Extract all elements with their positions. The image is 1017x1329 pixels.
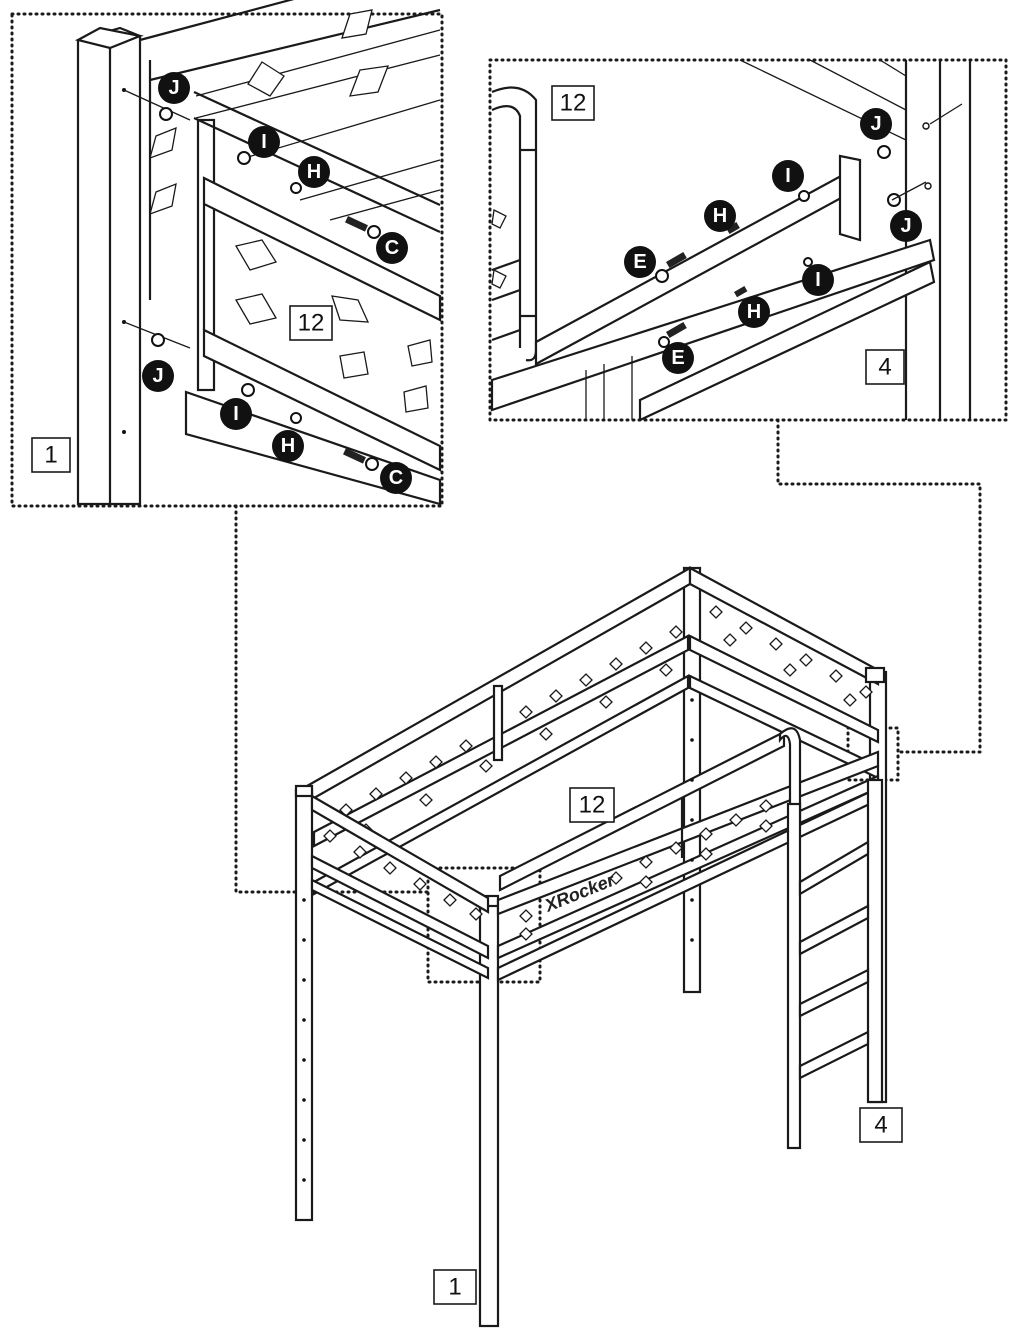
svg-text:E: E: [633, 251, 646, 273]
svg-text:H: H: [307, 161, 321, 183]
right-detail-border: [488, 58, 1008, 422]
label-part-12-right-detail: 12: [551, 85, 595, 121]
svg-text:I: I: [785, 165, 791, 187]
left-detail-post: [74, 26, 144, 506]
callout-c-1: C: [376, 232, 408, 264]
left-detail-view: J I H C J I H C 1 12: [10, 0, 444, 508]
callout-i-4: I: [802, 264, 834, 296]
svg-text:J: J: [900, 215, 911, 237]
left-detail-border: [10, 12, 444, 508]
svg-text:C: C: [389, 467, 403, 489]
left-detail-deck: [139, 0, 441, 300]
svg-text:1: 1: [44, 442, 57, 469]
callout-h-2: H: [272, 430, 304, 462]
svg-text:J: J: [152, 365, 163, 387]
svg-text:J: J: [168, 77, 179, 99]
post-holes: [302, 698, 694, 1182]
callout-h-3: H: [704, 200, 736, 232]
svg-text:C: C: [385, 237, 399, 259]
right-panel-diamonds: [709, 605, 873, 707]
callout-j-1: J: [158, 72, 190, 104]
callout-j-2: J: [142, 360, 174, 392]
left-detail-bolts: [123, 89, 381, 471]
svg-text:12: 12: [579, 792, 606, 819]
label-part-1-main: 1: [433, 1269, 477, 1305]
svg-text:I: I: [233, 403, 239, 425]
label-part-4-main: 4: [859, 1107, 903, 1143]
svg-text:I: I: [815, 269, 821, 291]
loft-bed-main-view: XRocker: [294, 566, 888, 1328]
label-part-12-main: 12: [569, 787, 615, 823]
svg-text:H: H: [713, 205, 727, 227]
front-panel-diamonds: [519, 799, 773, 941]
label-part-4-detail: 4: [865, 349, 905, 385]
svg-text:1: 1: [448, 1274, 461, 1301]
label-part-12-left-detail: 12: [289, 305, 333, 341]
callout-i-3: I: [772, 160, 804, 192]
ladder: [786, 778, 884, 1150]
svg-text:4: 4: [874, 1112, 887, 1139]
right-detail-rail: [491, 86, 862, 366]
callout-e-1: E: [624, 246, 656, 278]
svg-text:H: H: [281, 435, 295, 457]
callout-h-4: H: [738, 296, 770, 328]
svg-text:E: E: [671, 347, 684, 369]
callout-e-2: E: [662, 342, 694, 374]
callout-c-2: C: [380, 462, 412, 494]
label-part-1-detail: 1: [31, 437, 71, 473]
right-detail-post: [904, 60, 972, 420]
right-detail-bolts: [655, 145, 927, 348]
callout-h-1: H: [298, 156, 330, 188]
svg-text:I: I: [261, 131, 267, 153]
svg-text:H: H: [747, 301, 761, 323]
back-panel-diamonds: [339, 625, 683, 837]
callout-j-4: J: [890, 210, 922, 242]
svg-text:12: 12: [560, 90, 587, 117]
callout-i-1: I: [248, 126, 280, 158]
svg-text:12: 12: [298, 310, 325, 337]
left-end-panel-diamonds: [323, 829, 483, 921]
callout-i-2: I: [220, 398, 252, 430]
svg-text:J: J: [870, 113, 881, 135]
callout-j-3: J: [860, 108, 892, 140]
svg-text:4: 4: [878, 354, 891, 381]
right-detail-view: J I H E J I H E 12 4: [488, 58, 1008, 422]
